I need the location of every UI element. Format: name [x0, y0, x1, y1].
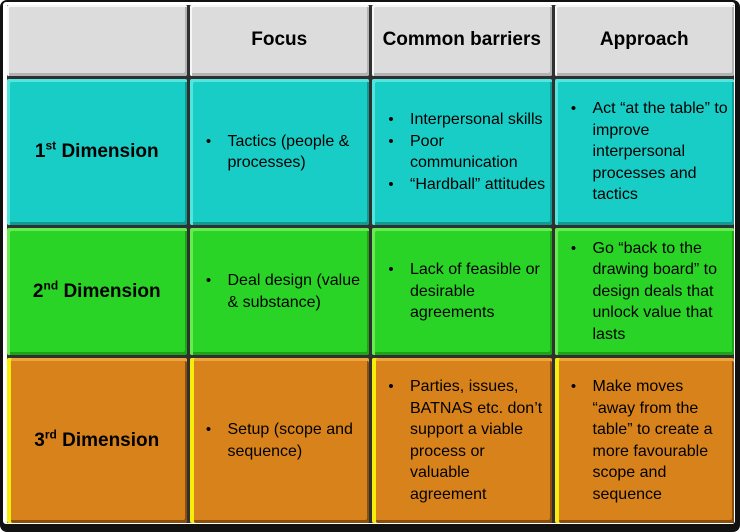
row3-dimension-cell: 3rd Dimension [7, 358, 187, 523]
row2-dim-ordinal-suffix: nd [43, 278, 59, 293]
row3-dimension-label: 3rd Dimension [34, 427, 160, 452]
row2-dimension-cell: 2nd Dimension [7, 228, 187, 355]
list-item: • Setup (scope and sequence) [190, 419, 364, 462]
row3-approach-bullets: • Make moves “away from the table” to cr… [555, 368, 735, 513]
row1-dimension-label: 1st Dimension [34, 138, 159, 163]
row2-approach-bullets: • Go “back to the drawing board” to desi… [555, 230, 735, 354]
row2-dim-word: Dimension [63, 280, 161, 302]
row1-dim-word: Dimension [61, 141, 159, 162]
row3-focus-item: Setup (scope and sequence) [227, 421, 353, 460]
row2-dim-number: 2 [32, 280, 44, 302]
bullet-icon: • [388, 175, 394, 193]
row3-barriers-cell: • Parties, issues, BATNAS etc. don’t sup… [372, 358, 552, 523]
table-frame: Focus Common barriers Approach 1st Dimen… [3, 2, 735, 524]
row3-barriers-bullets: • Parties, issues, BATNAS etc. don’t sup… [372, 368, 552, 513]
bullet-icon: • [205, 421, 212, 438]
bullet-icon: • [205, 272, 212, 289]
bullet-icon: • [205, 132, 212, 150]
row2-barriers-bullets: • Lack of feasible or desirable agreemen… [372, 251, 552, 332]
bullet-icon: • [388, 261, 394, 279]
header-cell-focus: Focus [189, 5, 369, 76]
row1-focus-cell: • Tactics (people & processes) [189, 79, 370, 225]
row3-approach-item: Make moves “away from the table” to crea… [592, 378, 713, 503]
bullet-icon: • [570, 378, 577, 395]
row3-dim-ordinal-suffix: rd [44, 427, 57, 442]
row3-dim-number: 3 [34, 429, 45, 451]
table-grid: Focus Common barriers Approach 1st Dimen… [7, 5, 734, 523]
header-label-common-barriers: Common barriers [382, 29, 541, 51]
row2-approach-item: Go “back to the drawing board” to design… [592, 239, 718, 343]
row1-barrier-item: “Hardball” attitudes [410, 175, 546, 193]
row1-focus-item: Tactics (people & processes) [227, 132, 350, 172]
header-cell-common-barriers: Common barriers [372, 5, 552, 76]
row2-barrier-item: Lack of feasible or desirable agreements [410, 261, 540, 322]
row1-barriers-cell: • Interpersonal skills • Poor communicat… [372, 79, 552, 225]
bullet-icon: • [570, 239, 577, 257]
list-item: • Tactics (people & processes) [190, 131, 364, 174]
list-item: • Deal design (value & substance) [190, 270, 364, 313]
row1-approach-cell: • Act “at the table” to improve interper… [554, 79, 735, 225]
list-item: • Parties, issues, BATNAS etc. don’t sup… [372, 376, 546, 505]
row2-barriers-cell: • Lack of feasible or desirable agreemen… [372, 228, 552, 355]
bullet-icon: • [388, 378, 394, 395]
row2-dimension-label: 2nd Dimension [32, 278, 161, 303]
row3-focus-bullets: • Setup (scope and sequence) [190, 411, 370, 470]
list-item: • Interpersonal skills [372, 109, 546, 131]
list-item: • Lack of feasible or desirable agreemen… [372, 259, 546, 324]
row2-approach-cell: • Go “back to the drawing board” to desi… [554, 228, 735, 355]
row1-dim-number: 1 [34, 141, 46, 162]
row2-focus-bullets: • Deal design (value & substance) [190, 262, 370, 321]
bullet-icon: • [388, 132, 394, 150]
row1-approach-bullets: • Act “at the table” to improve interper… [555, 90, 735, 214]
row1-barrier-item: Interpersonal skills [410, 111, 543, 128]
row3-approach-cell: • Make moves “away from the table” to cr… [554, 358, 735, 523]
bullet-icon: • [388, 111, 394, 128]
row1-dim-ordinal-suffix: st [45, 138, 57, 153]
row1-dimension-cell: 1st Dimension [7, 79, 187, 225]
row1-focus-bullets: • Tactics (people & processes) [190, 123, 370, 182]
row3-dim-word: Dimension [62, 429, 160, 451]
list-item: • Go “back to the drawing board” to desi… [555, 238, 729, 346]
list-item: • Poor communication [372, 131, 546, 174]
header-cell-approach: Approach [554, 5, 734, 76]
row3-barrier-item: Parties, issues, BATNAS etc. don’t suppo… [410, 378, 543, 503]
list-item: • Act “at the table” to improve interper… [555, 98, 729, 206]
list-item: • “Hardball” attitudes [372, 174, 546, 196]
header-label-focus: Focus [251, 29, 308, 51]
row3-focus-cell: • Setup (scope and sequence) [189, 358, 370, 523]
row2-focus-cell: • Deal design (value & substance) [189, 228, 370, 355]
row1-approach-item: Act “at the table” to improve interperso… [592, 100, 728, 204]
row2-focus-item: Deal design (value & substance) [227, 272, 361, 311]
bullet-icon: • [570, 100, 577, 118]
list-item: • Make moves “away from the table” to cr… [555, 376, 729, 505]
row1-barrier-item: Poor communication [410, 132, 518, 172]
header-label-approach: Approach [599, 29, 689, 51]
row1-barriers-bullets: • Interpersonal skills • Poor communicat… [372, 101, 552, 203]
header-cell-dimension [7, 5, 187, 76]
